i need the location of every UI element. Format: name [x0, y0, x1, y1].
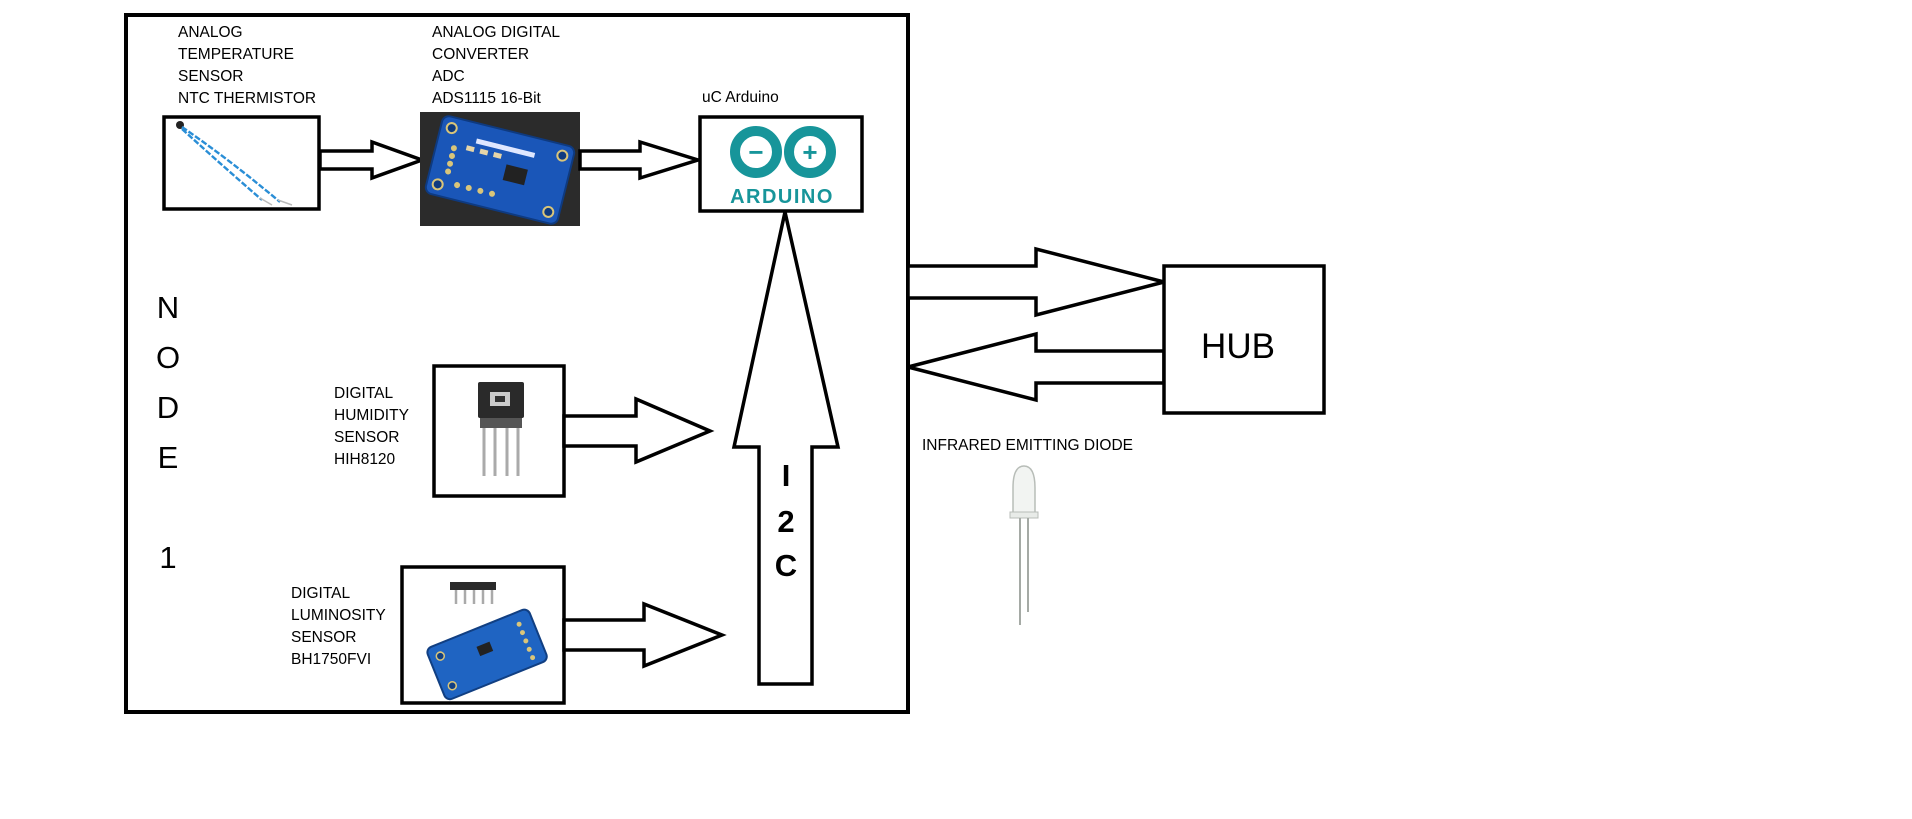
adc-label-line: ADC: [432, 68, 465, 85]
luminosity-block: [400, 565, 566, 705]
arrow-adc-to-arduino: [578, 139, 704, 181]
humidity-label: DIGITAL HUMIDITY SENSOR HIH8120: [334, 385, 409, 468]
arduino-logo: − + ARDUINO: [730, 126, 836, 208]
thermistor-image: [176, 121, 293, 206]
adc-label-line: ADS1115 16-Bit: [432, 90, 542, 107]
luminosity-label-line: DIGITAL: [291, 585, 351, 602]
adc-label-line: ANALOG DIGITAL: [432, 24, 560, 41]
arduino-title: uC Arduino: [702, 89, 779, 106]
arduino-block: − + ARDUINO: [698, 115, 864, 213]
ir-diode-image: [1009, 465, 1039, 625]
thermistor-label-line: SENSOR: [178, 68, 243, 85]
hub-label: HUB: [1201, 327, 1275, 366]
i2c-label-letter: C: [775, 548, 797, 583]
thermistor-label-line: TEMPERATURE: [178, 46, 294, 63]
luminosity-label-line: BH1750FVI: [291, 651, 371, 668]
adc-label-line: CONVERTER: [432, 46, 529, 63]
arrow-humidity-to-i2c: [562, 396, 715, 465]
node-label-letter: D: [157, 390, 179, 425]
thermistor-label-line: NTC THERMISTOR: [178, 90, 316, 107]
thermistor-block: [162, 115, 321, 211]
i2c-label: I 2 C: [775, 458, 797, 583]
i2c-label-letter: I: [782, 458, 791, 493]
luminosity-label-line: SENSOR: [291, 629, 356, 646]
hub-block: HUB: [1162, 264, 1326, 415]
humidity-label-line: HUMIDITY: [334, 407, 409, 424]
arrow-node-to-hub: [906, 246, 1165, 318]
node-1-frame: [124, 13, 910, 714]
luminosity-label: DIGITAL LUMINOSITY SENSOR BH1750FVI: [291, 585, 386, 668]
node-label-letter: E: [158, 440, 179, 475]
i2c-bus-arrow: [731, 211, 841, 686]
arrow-luminosity-to-i2c: [562, 601, 727, 669]
arduino-logo-minus: −: [748, 137, 763, 167]
humidity-block: [432, 364, 566, 498]
node-label-letter: 1: [159, 540, 176, 575]
adc-board-image: [420, 112, 580, 226]
node-label-letter: N: [157, 290, 179, 325]
humidity-label-line: SENSOR: [334, 429, 399, 446]
node-label: N O D E 1: [156, 290, 180, 575]
arduino-logo-plus: +: [802, 137, 817, 167]
humidity-label-line: DIGITAL: [334, 385, 394, 402]
luminosity-label-line: LUMINOSITY: [291, 607, 386, 624]
humidity-label-line: HIH8120: [334, 451, 396, 468]
arduino-logo-text: ARDUINO: [730, 186, 834, 208]
node-label-letter: O: [156, 340, 180, 375]
adc-label: ANALOG DIGITAL CONVERTER ADC ADS1115 16-…: [432, 24, 560, 107]
thermistor-label-line: ANALOG: [178, 24, 243, 41]
humidity-sensor-image: [478, 382, 524, 476]
luminosity-board-image: [426, 582, 548, 701]
ir-diode-label: INFRARED EMITTING DIODE: [922, 437, 1133, 454]
thermistor-label: ANALOG TEMPERATURE SENSOR NTC THERMISTOR: [178, 24, 316, 107]
i2c-label-letter: 2: [777, 504, 794, 539]
arrow-thermistor-to-adc: [318, 139, 428, 181]
arrow-hub-to-node: [907, 331, 1166, 403]
